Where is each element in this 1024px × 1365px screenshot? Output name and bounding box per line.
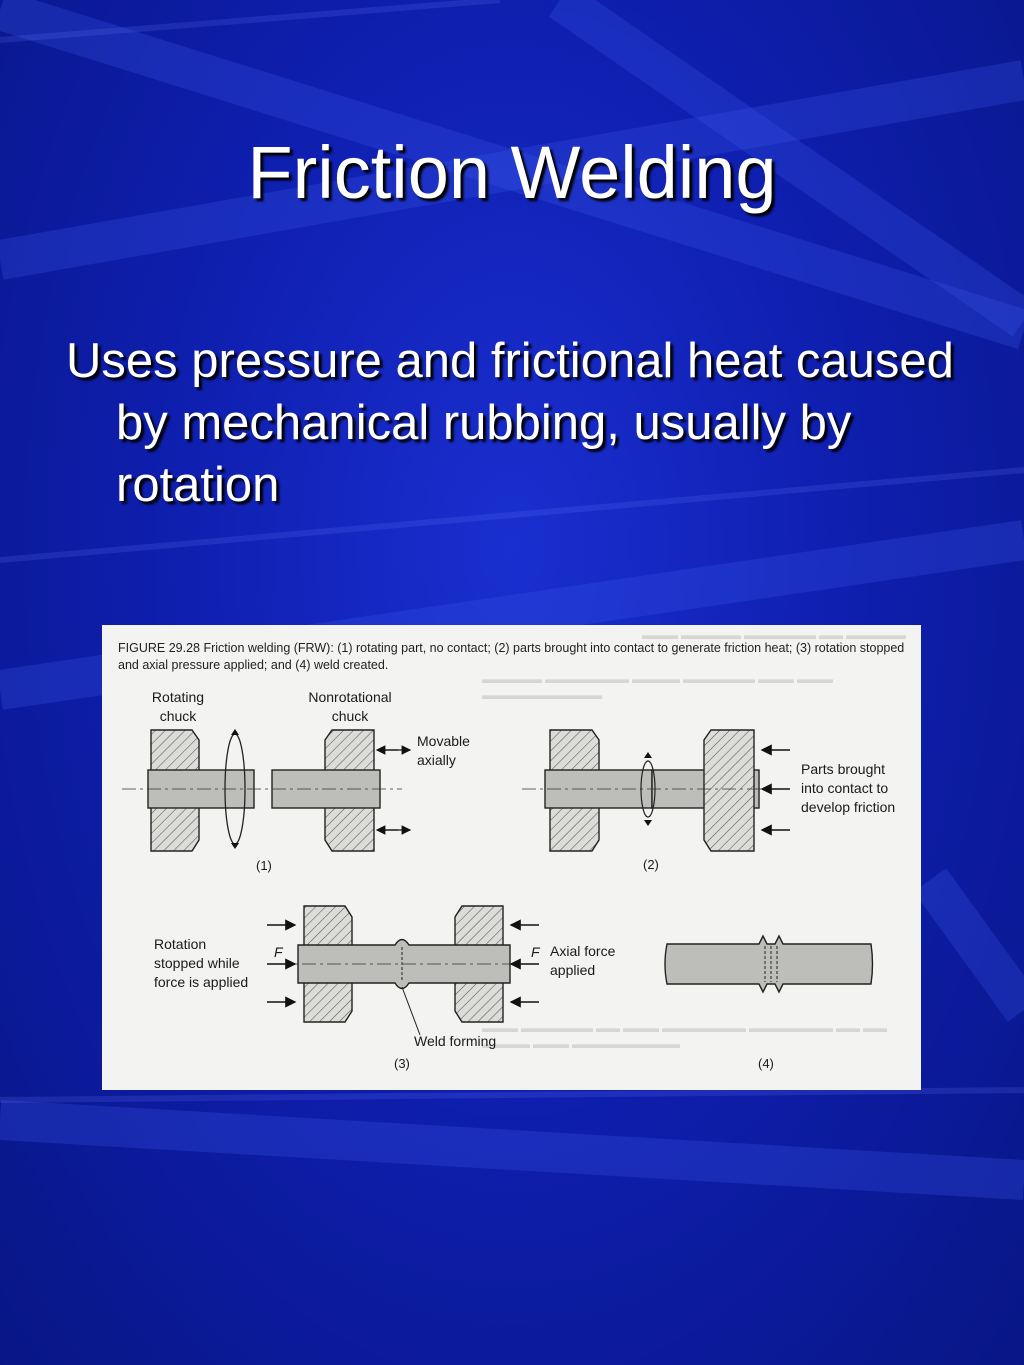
label-rotation-stopped: Rotation stopped while force is applied <box>154 936 249 990</box>
step-number-4: (4) <box>758 1056 774 1071</box>
label-weld-forming: Weld forming <box>414 1033 497 1049</box>
bleed-through-text: ▬▬▬▬▬ ▬▬▬▬▬▬▬ ▬▬▬▬ ▬▬▬▬▬▬ ▬▬▬ ▬▬▬ ▬▬▬▬▬▬… <box>482 672 833 702</box>
step-number-2: (2) <box>643 857 659 872</box>
process-diagram <box>122 729 874 1036</box>
step-number-1: (1) <box>256 858 272 873</box>
label-rotating-chuck: Rotating chuck <box>151 689 205 724</box>
step2-nonrotational-chuck <box>703 729 755 852</box>
bullet-text: Uses pressure and frictional heat caused… <box>66 334 954 512</box>
bleed-through-text: ▬▬▬ ▬▬▬▬▬ ▬▬▬▬▬▬ ▬▬ ▬▬▬▬▬ <box>642 628 906 642</box>
label-force-left: F <box>274 944 283 960</box>
bleed-through-text: ▬▬▬ ▬▬▬▬▬▬ ▬▬ ▬▬▬ ▬▬▬▬▬▬▬ ▬▬▬▬▬▬▬ ▬▬ ▬▬ … <box>482 1021 887 1051</box>
figure-caption: FIGURE 29.28 Friction welding (FRW): (1)… <box>118 641 905 672</box>
friction-welding-figure: ▬▬▬ ▬▬▬▬▬ ▬▬▬▬▬▬ ▬▬ ▬▬▬▬▬ ▬▬▬▬▬ ▬▬▬▬▬▬▬ … <box>102 625 921 1090</box>
label-nonrotational-chuck: Nonrotational chuck <box>308 689 392 724</box>
label-movable-axially: Movable axially <box>417 733 470 768</box>
label-force-right: F <box>531 944 540 960</box>
slide-title: Friction Welding <box>247 131 777 214</box>
label-parts-brought: Parts brought into contact to develop fr… <box>801 761 896 815</box>
label-axial-force: Axial force applied <box>550 943 616 978</box>
step4-finished-weld <box>664 934 874 994</box>
step-number-3: (3) <box>394 1056 410 1071</box>
